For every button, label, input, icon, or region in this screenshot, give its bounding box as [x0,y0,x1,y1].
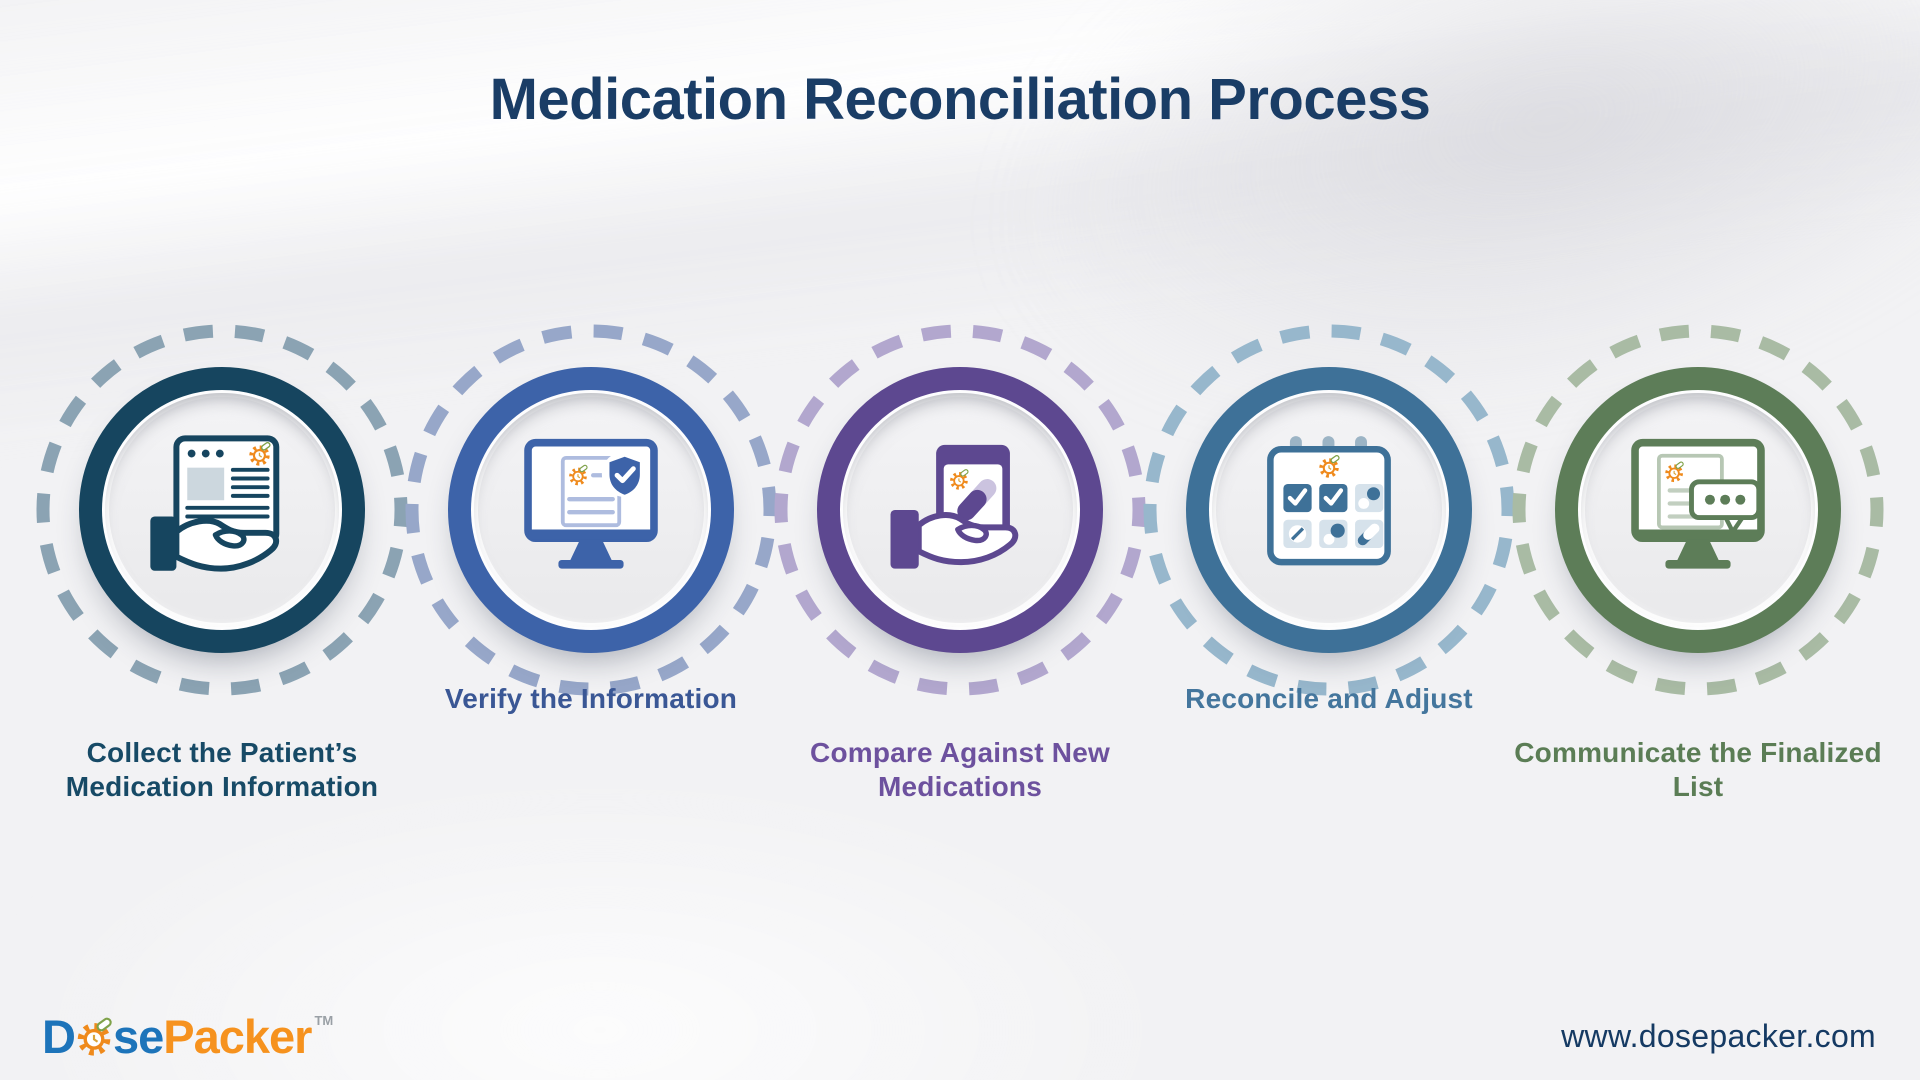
dashed-ring [774,324,1146,696]
step-circle-inner [1212,393,1446,627]
step-label: Verify the Information [444,683,738,714]
step-circle-inner [474,393,708,627]
step-circle [817,367,1103,653]
dashed-ring [1512,324,1884,696]
step-communicate-list: Communicate the Finalized List [1508,320,1888,802]
monitor-chat-icon [1631,438,1765,569]
step-circle [79,367,365,653]
trademark-symbol: TM [314,1012,334,1028]
dashed-ring [405,324,777,696]
dashed-ring [36,324,408,696]
step-label: Reconcile and Adjust [1185,683,1473,714]
step-circle-inner [105,393,339,627]
page-title: Medication Reconciliation Process [489,67,1431,132]
step-collect-information: Collect the Patient’s Medication Informa… [32,320,412,802]
step-compare-medications: Compare Against New Medications [770,320,1150,802]
step-reconcile-adjust: Reconcile and Adjust [1139,320,1519,714]
dashed-ring [1143,324,1515,696]
logo-text-packer: Packer [163,1009,312,1063]
hand-holding-document-icon [150,435,280,572]
step-circle [1186,367,1472,653]
dosepacker-logo: D se Packer TM [42,1009,333,1064]
gear-icon [74,1017,114,1057]
footer: D se Packer TM www.dosepacker.com [42,1008,1876,1064]
calendar-checklist-icon [1267,436,1391,566]
website-url: www.dosepacker.com [1561,1017,1876,1054]
step-circle-inner [1581,393,1815,627]
monitor-shield-check-icon [524,438,658,569]
step-verify-information: Verify the Information [401,320,781,714]
step-circle [448,367,734,653]
step-label: Collect the Patient’s Medication Informa… [65,737,379,803]
hand-holding-medication-box-icon [890,444,1019,569]
logo-text-d: D [42,1009,76,1063]
step-circle [1555,367,1841,653]
step-label: Compare Against New Medications [810,737,1110,803]
step-label: Communicate the Finalized List [1514,737,1882,803]
logo-text-se: se [112,1009,164,1063]
step-circle-inner [843,393,1077,627]
background-glow [0,680,1400,1080]
